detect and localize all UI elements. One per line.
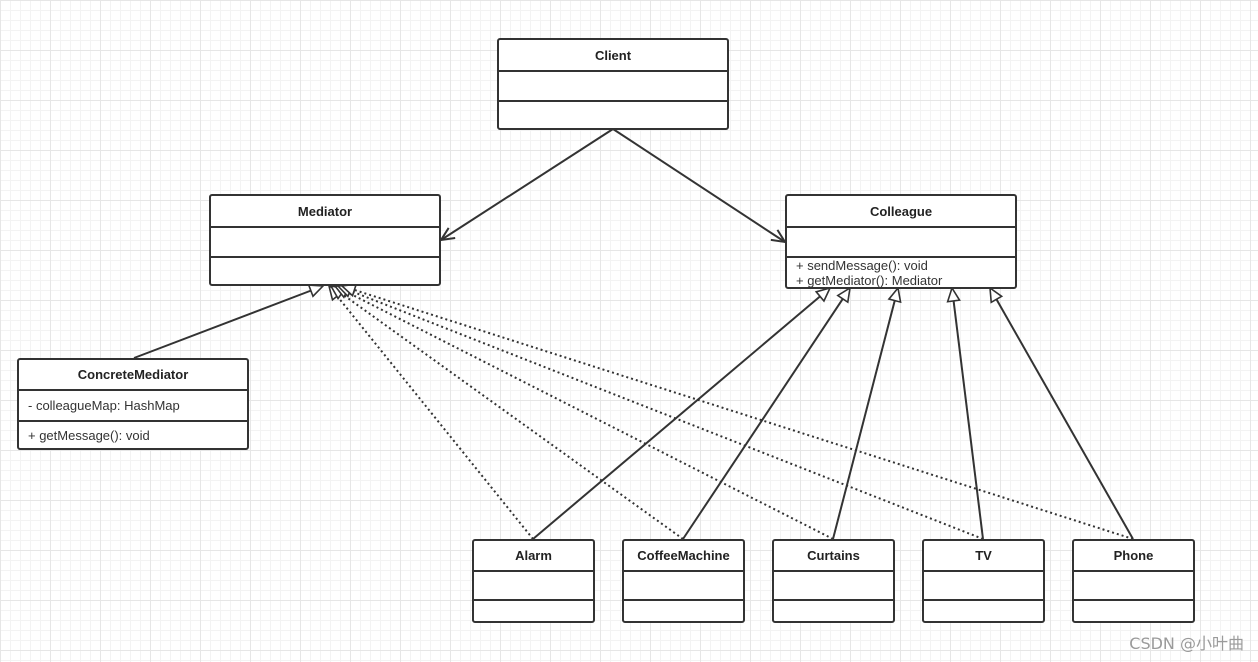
- generalization-tv-to-colleague: [946, 286, 984, 540]
- generalization-alarm-to-colleague: [532, 286, 832, 540]
- class-name: Colleague: [869, 203, 933, 219]
- attributes-section: [924, 570, 1043, 599]
- dependency-curtains-to-mediator: [333, 285, 834, 540]
- class-name: Alarm: [515, 548, 552, 563]
- attribute-colleague-map: - colleagueMap: HashMap: [28, 398, 180, 413]
- generalization-curtains-to-colleague: [832, 286, 902, 540]
- methods-section: [774, 599, 893, 621]
- class-phone[interactable]: Phone: [1072, 539, 1195, 623]
- class-name: Client: [594, 47, 632, 63]
- method-get-message: + getMessage(): void: [28, 427, 150, 443]
- methods-section: [211, 256, 439, 284]
- method-send-message: + sendMessage(): void: [796, 258, 928, 273]
- dependency-tv-to-mediator: [336, 284, 984, 540]
- class-concrete-mediator[interactable]: ConcreteMediator - colleagueMap: HashMap…: [17, 358, 249, 450]
- attributes-section: - colleagueMap: HashMap: [19, 389, 247, 420]
- class-name: Mediator: [297, 203, 353, 219]
- method-get-mediator: + getMediator(): Mediator: [796, 273, 943, 288]
- methods-section: + sendMessage(): void + getMediator(): M…: [787, 256, 1015, 288]
- methods-section: [624, 599, 743, 621]
- class-name: CoffeeMachine: [637, 548, 730, 563]
- class-client[interactable]: Client: [497, 38, 729, 130]
- class-name: ConcreteMediator: [77, 367, 189, 382]
- watermark: CSDN @小叶曲: [1129, 634, 1244, 653]
- dependency-alarm-to-mediator: [327, 284, 534, 540]
- association-client-to-colleague: [612, 128, 787, 244]
- class-name: Phone: [1113, 548, 1154, 563]
- class-mediator[interactable]: Mediator: [209, 194, 441, 286]
- class-tv[interactable]: TV: [922, 539, 1045, 623]
- methods-section: [499, 100, 727, 128]
- methods-section: [474, 599, 593, 621]
- dependency-coffee_machine-to-mediator: [329, 284, 684, 540]
- association-client-to-mediator: [438, 128, 614, 242]
- attributes-section: [211, 226, 439, 256]
- class-alarm[interactable]: Alarm: [472, 539, 595, 623]
- class-curtains[interactable]: Curtains: [772, 539, 895, 623]
- class-coffee-machine[interactable]: CoffeeMachine: [622, 539, 745, 623]
- generalization-coffee_machine-to-colleague: [682, 286, 852, 540]
- attributes-section: [774, 570, 893, 599]
- attributes-section: [499, 70, 727, 100]
- generalization-concrete_mediator-to-mediator: [133, 284, 325, 359]
- class-colleague[interactable]: Colleague + sendMessage(): void + getMed…: [785, 194, 1017, 289]
- class-name: Curtains: [807, 548, 860, 563]
- methods-section: [1074, 599, 1193, 621]
- dependency-phone-to-mediator: [340, 283, 1134, 540]
- attributes-section: [787, 226, 1015, 256]
- attributes-section: [474, 570, 593, 599]
- class-name: TV: [975, 548, 992, 563]
- methods-section: + getMessage(): void: [19, 420, 247, 448]
- methods-section: [924, 599, 1043, 621]
- generalization-phone-to-colleague: [989, 286, 1134, 540]
- attributes-section: [624, 570, 743, 599]
- attributes-section: [1074, 570, 1193, 599]
